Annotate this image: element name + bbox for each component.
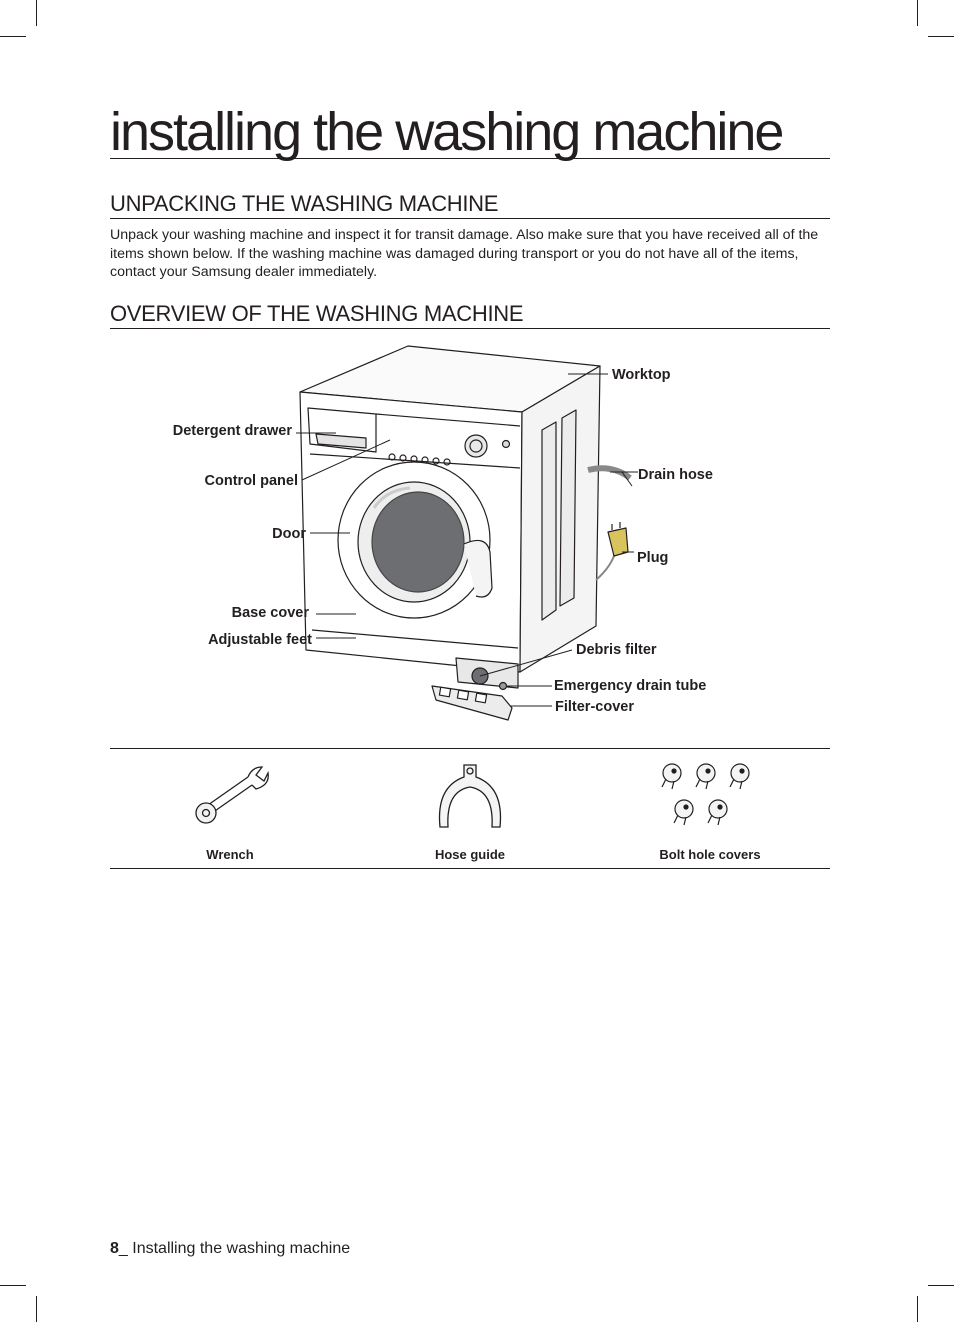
page-number: 8 [110, 1240, 119, 1257]
accessories-table: Wrench Hose guide Bolt hole covers [110, 748, 830, 869]
accessory-item: Bolt hole covers [590, 749, 830, 868]
accessory-label: Hose guide [434, 847, 506, 862]
label-plug: Plug [637, 550, 669, 566]
unpacking-body: Unpack your washing machine and inspect … [110, 227, 819, 280]
crop-mark [0, 36, 26, 37]
label-debris-filter: Debris filter [576, 642, 657, 658]
label-emergency-drain-tube: Emergency drain tube [554, 678, 707, 694]
crop-mark [0, 1285, 26, 1286]
crop-mark [917, 1296, 918, 1322]
page-title: installing the washing machine [110, 104, 830, 160]
wrench-icon [195, 766, 269, 824]
label-adjustable-feet: Adjustable feet [208, 632, 312, 648]
label-door: Door [272, 526, 306, 542]
label-control-panel: Control panel [204, 473, 298, 489]
crop-mark [917, 0, 918, 26]
washing-machine-illustration [296, 345, 638, 721]
crop-mark [36, 1296, 37, 1322]
section-heading-unpacking: UNPACKING THE WASHING MACHINE [110, 192, 830, 219]
hose-guide-icon [438, 764, 502, 828]
page-footer: 8_ Installing the washing machine [110, 1240, 350, 1258]
crop-mark [36, 0, 37, 26]
label-detergent-drawer: Detergent drawer [172, 423, 292, 439]
bolt-hole-covers-icon [661, 763, 750, 826]
accessory-item: Hose guide [350, 749, 590, 868]
label-filter-cover: Filter-cover [555, 699, 634, 715]
footer-separator: _ [118, 1240, 133, 1257]
accessory-label: Bolt hole covers [659, 847, 761, 862]
label-worktop: Worktop [612, 367, 671, 383]
footer-section: Installing the washing machine [132, 1240, 351, 1257]
washing-machine-diagram: Worktop Detergent drawer Drain hose Cont… [0, 330, 954, 740]
crop-mark [928, 1285, 954, 1286]
crop-mark [928, 36, 954, 37]
label-base-cover: Base cover [231, 605, 309, 621]
accessory-label: Wrench [206, 847, 254, 862]
section-heading-overview: OVERVIEW OF THE WASHING MACHINE [110, 302, 830, 329]
accessory-item: Wrench [110, 749, 350, 868]
label-drain-hose: Drain hose [638, 467, 713, 483]
